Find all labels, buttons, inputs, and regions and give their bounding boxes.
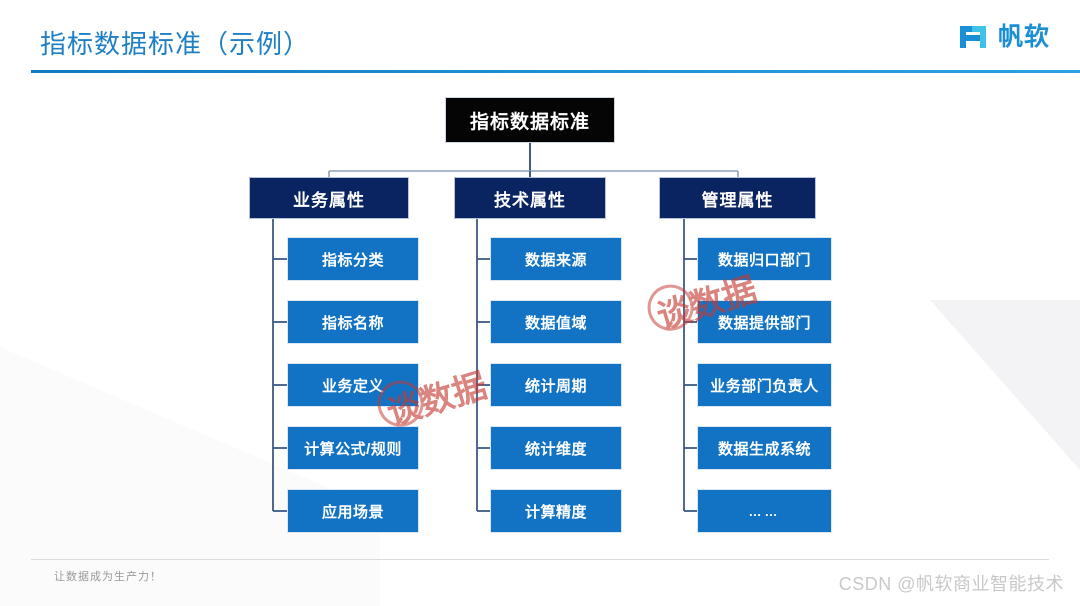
org-chart: 指标数据标准 业务属性 技术属性 管理属性 指标分类 指标名称 业务定义 计算公… [0,78,1080,538]
branch-header-technical[interactable]: 技术属性 [455,178,605,218]
leaf-technical-2[interactable]: 数据值域 [491,301,621,343]
leaf-technical-3[interactable]: 统计周期 [491,364,621,406]
page-title: 指标数据标准（示例） [40,29,311,59]
leaf-technical-4[interactable]: 统计维度 [491,427,621,469]
node-root[interactable]: 指标数据标准 [446,98,614,142]
leaf-technical-5[interactable]: 计算精度 [491,490,621,532]
fanruan-logo-icon [956,20,990,54]
leaf-business-5[interactable]: 应用场景 [288,490,418,532]
branch-header-business[interactable]: 业务属性 [250,178,408,218]
leaf-management-1[interactable]: 数据归口部门 [698,238,831,280]
leaf-management-2[interactable]: 数据提供部门 [698,301,831,343]
footer-divider [31,559,1049,560]
leaf-management-5[interactable]: …… [698,490,831,532]
leaf-business-3[interactable]: 业务定义 [288,364,418,406]
leaf-business-4[interactable]: 计算公式/规则 [288,427,418,469]
footer-slogan: 让数据成为生产力！ [54,571,162,583]
csdn-watermark: CSDN @帆软商业智能技术 [838,574,1064,594]
leaf-technical-1[interactable]: 数据来源 [491,238,621,280]
leaf-management-3[interactable]: 业务部门负责人 [698,364,831,406]
branch-header-management[interactable]: 管理属性 [660,178,815,218]
leaf-business-1[interactable]: 指标分类 [288,238,418,280]
leaf-management-4[interactable]: 数据生成系统 [698,427,831,469]
title-underline [31,70,1080,73]
brand-logo: 帆软 [956,20,1050,54]
slide-header: 指标数据标准（示例） [0,0,1080,78]
leaf-business-2[interactable]: 指标名称 [288,301,418,343]
brand-name: 帆软 [997,22,1050,51]
